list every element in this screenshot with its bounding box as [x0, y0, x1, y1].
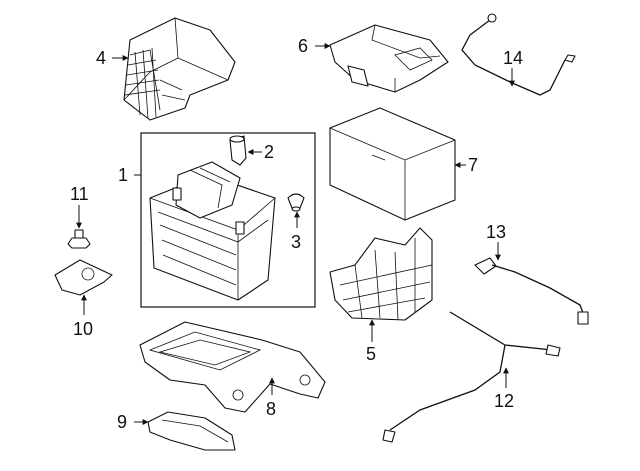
part-11-bolt [67, 229, 91, 249]
part-12-harness [382, 311, 561, 443]
part-3-vent-plug [287, 193, 305, 212]
callout-10: 10 [73, 319, 93, 339]
part-6-battery-cover [329, 24, 449, 93]
callout-12: 12 [494, 391, 514, 411]
part-8-battery-tray [139, 321, 326, 413]
part-7-battery-box [329, 107, 456, 221]
callout-1: 1 [118, 165, 128, 185]
callout-4: 4 [96, 48, 106, 68]
callout-11: 11 [70, 184, 89, 204]
callout-3: 3 [291, 232, 301, 252]
part-1-battery [149, 161, 276, 301]
part-13-cable [474, 257, 589, 325]
callout-13: 13 [486, 222, 506, 242]
callout-5: 5 [366, 344, 376, 364]
leader-lines [76, 43, 515, 425]
part-4-heat-shield [123, 17, 236, 121]
part-9-lower-insulator [147, 411, 236, 451]
callout-9: 9 [117, 412, 127, 432]
callout-7: 7 [468, 155, 478, 175]
callout-6: 6 [298, 36, 308, 56]
part-10-bracket [54, 259, 113, 296]
battery-group-frame [140, 132, 316, 308]
callout-2: 2 [264, 142, 274, 162]
part-5-tray-insulator [329, 227, 433, 321]
callout-8: 8 [266, 399, 276, 419]
part-2-terminal-cap [229, 135, 247, 166]
callout-14: 14 [503, 48, 523, 68]
